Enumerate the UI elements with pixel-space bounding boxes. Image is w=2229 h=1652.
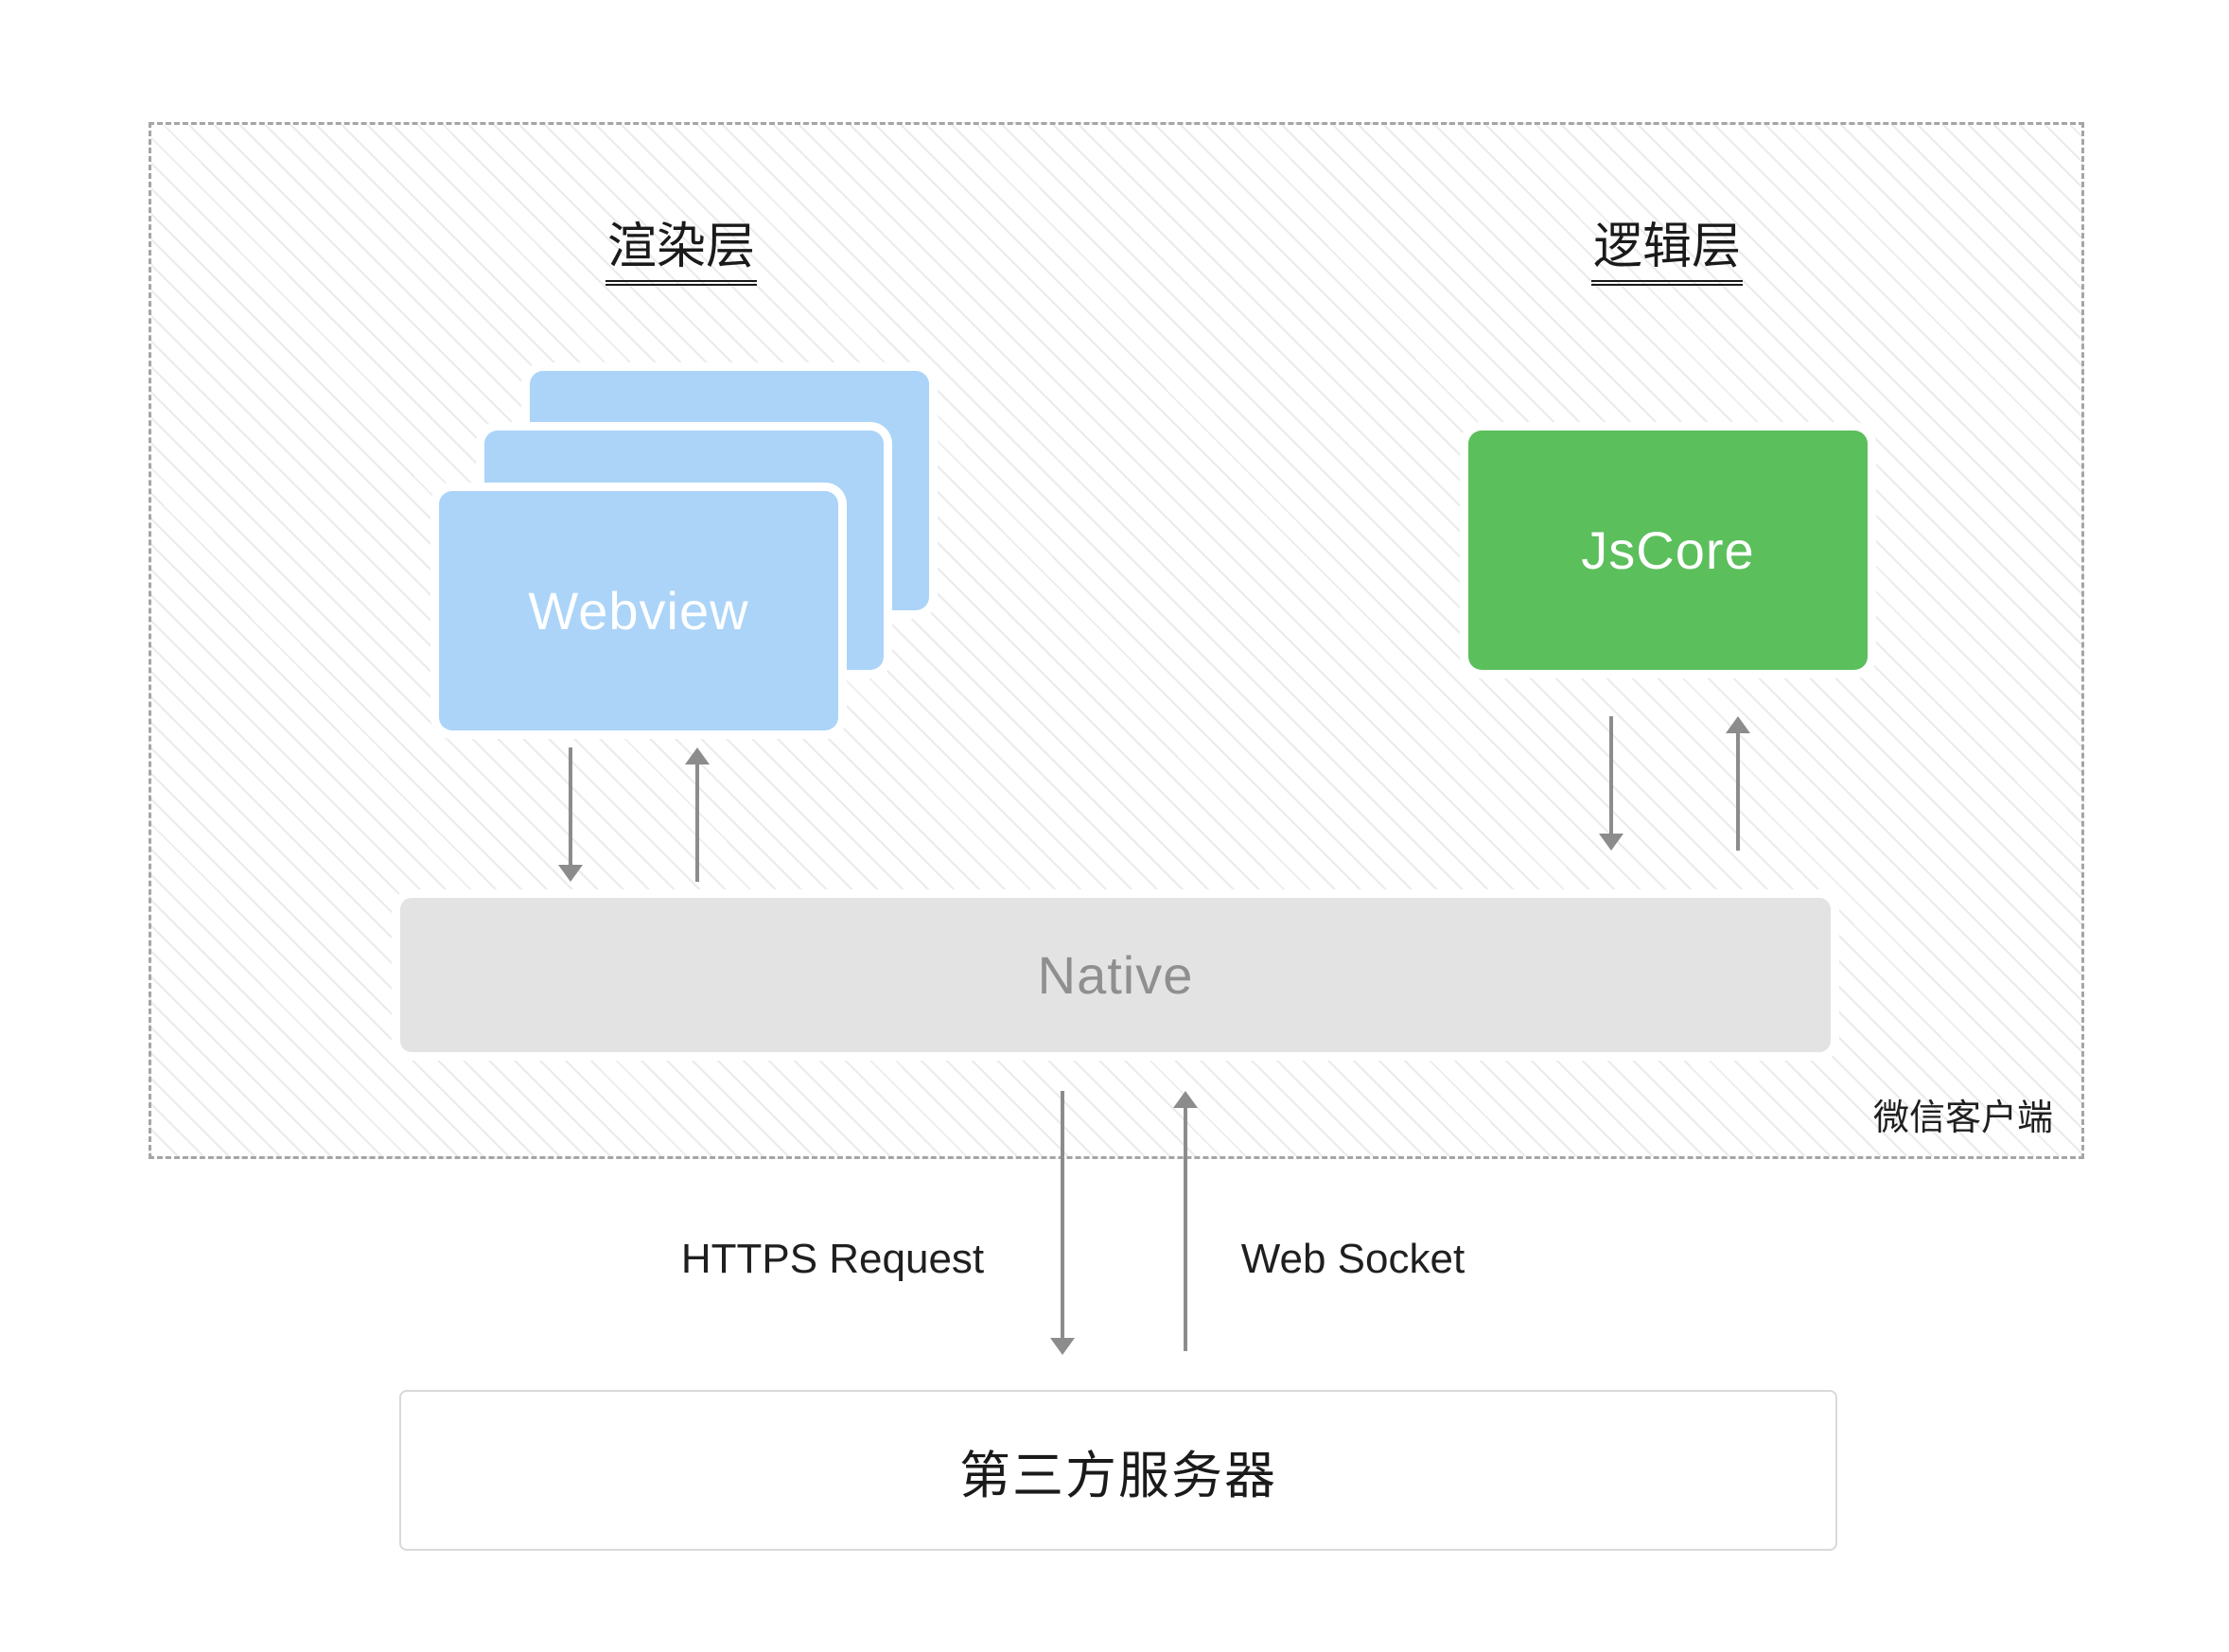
- native-to-jscore-arrowhead-up-icon: [1726, 716, 1750, 733]
- websocket-label: Web Socket: [1240, 1236, 1466, 1282]
- jscore-to-native-arrow-shaft: [1609, 716, 1613, 835]
- https-request-arrow-shaft: [1061, 1091, 1064, 1339]
- jscore-to-native-arrowhead-down-icon: [1599, 834, 1623, 851]
- native-to-jscore-arrow-shaft: [1736, 732, 1740, 851]
- native-bar: Native: [400, 898, 1831, 1052]
- websocket-arrow-shaft: [1184, 1107, 1187, 1351]
- logic-layer-title-text: 逻辑层: [1590, 220, 1743, 286]
- webview-card-front: Webview: [439, 491, 838, 730]
- wechat-client-label: 微信客户端: [1872, 1098, 2053, 1138]
- native-to-webview-arrowhead-up-icon: [685, 747, 710, 764]
- logic-layer-title: 逻辑层: [1478, 220, 1856, 286]
- jscore-label: JsCore: [1581, 520, 1755, 580]
- webview-to-native-arrow-shaft: [569, 747, 572, 866]
- https-request-label: HTTPS Request: [680, 1236, 985, 1282]
- jscore-box: JsCore: [1468, 431, 1868, 670]
- native-to-webview-arrow-shaft: [695, 764, 699, 882]
- webview-label: Webview: [528, 581, 749, 641]
- render-layer-title-text: 渲染层: [605, 220, 757, 286]
- third-party-server-label: 第三方服务器: [959, 1447, 1277, 1504]
- websocket-arrowhead-up-icon: [1173, 1091, 1198, 1108]
- native-label: Native: [1037, 945, 1194, 1005]
- render-layer-title: 渲染层: [492, 220, 870, 286]
- https-request-arrowhead-down-icon: [1050, 1338, 1075, 1355]
- webview-to-native-arrowhead-down-icon: [558, 865, 583, 882]
- third-party-server-box: 第三方服务器: [399, 1390, 1837, 1551]
